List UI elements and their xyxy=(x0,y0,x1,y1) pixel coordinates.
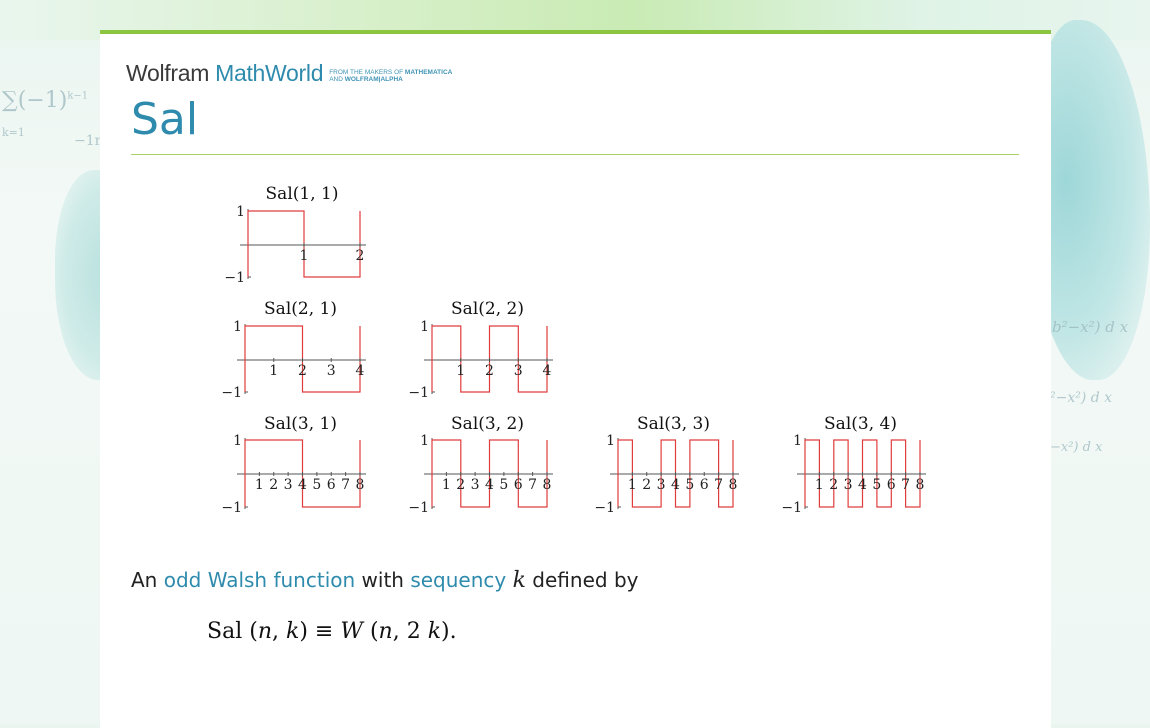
x-tick-label: 2 xyxy=(298,363,307,379)
plot-title: Sal(3, 4) xyxy=(824,414,897,434)
x-tick-label: 2 xyxy=(485,363,494,379)
x-tick-label: 2 xyxy=(642,477,651,493)
x-tick-label: 5 xyxy=(685,477,694,493)
definition-sentence: An odd Walsh function with sequency k de… xyxy=(131,568,639,593)
y-tick-label: 1 xyxy=(233,433,242,449)
y-tick-label: −1 xyxy=(408,500,429,516)
x-tick-label: 3 xyxy=(844,477,853,493)
x-tick-label: 5 xyxy=(312,477,321,493)
x-tick-label: 2 xyxy=(456,477,465,493)
plot-title: Sal(2, 1) xyxy=(264,299,337,319)
plot-title: Sal(3, 3) xyxy=(637,414,710,434)
plot-title: Sal(1, 1) xyxy=(266,184,339,204)
odd-walsh-function-link[interactable]: odd Walsh function xyxy=(163,568,356,592)
x-tick-label: 1 xyxy=(255,477,264,493)
y-tick-label: −1 xyxy=(594,500,615,516)
x-tick-label: 5 xyxy=(872,477,881,493)
background-integral-fragment: b²−x²) d x xyxy=(1052,318,1129,336)
x-tick-label: 8 xyxy=(729,477,738,493)
logo-wolfram-text: Wolfram xyxy=(126,60,210,86)
plot-title: Sal(2, 2) xyxy=(451,299,524,319)
plot-title: Sal(3, 1) xyxy=(264,414,337,434)
x-tick-label: 7 xyxy=(528,477,537,493)
x-tick-label: 1 xyxy=(628,477,637,493)
page-title: Sal xyxy=(131,94,199,145)
x-tick-label: 4 xyxy=(543,363,552,379)
site-logo[interactable]: Wolfram MathWorld FROM THE MAKERS OF MAT… xyxy=(126,60,453,87)
plot-title: Sal(3, 2) xyxy=(451,414,524,434)
logo-mathworld-text: MathWorld xyxy=(215,60,324,86)
x-tick-label: 5 xyxy=(499,477,508,493)
y-tick-label: −1 xyxy=(224,270,245,286)
background-integral-fragment-2: ²−x²) d x xyxy=(1050,390,1113,406)
x-tick-label: 7 xyxy=(341,477,350,493)
x-tick-label: 6 xyxy=(327,477,336,493)
x-tick-label: 4 xyxy=(858,477,867,493)
background-ln-fragment: −1n xyxy=(74,133,104,149)
x-tick-label: 8 xyxy=(543,477,552,493)
title-divider xyxy=(131,154,1019,155)
y-tick-label: −1 xyxy=(221,385,242,401)
background-sum-index: k=1 xyxy=(2,126,25,139)
x-tick-label: 3 xyxy=(514,363,523,379)
x-tick-label: 1 xyxy=(456,363,465,379)
variable-k: k xyxy=(512,568,526,593)
x-tick-label: 2 xyxy=(356,248,365,264)
x-tick-label: 6 xyxy=(700,477,709,493)
x-tick-label: 6 xyxy=(887,477,896,493)
x-tick-label: 3 xyxy=(471,477,480,493)
x-tick-label: 3 xyxy=(284,477,293,493)
x-tick-label: 3 xyxy=(657,477,666,493)
y-tick-label: 1 xyxy=(420,433,429,449)
logo-tagline: FROM THE MAKERS OF MATHEMATICA AND WOLFR… xyxy=(329,69,453,83)
content-page: Wolfram MathWorld FROM THE MAKERS OF MAT… xyxy=(100,30,1051,728)
x-tick-label: 8 xyxy=(916,477,925,493)
y-tick-label: 1 xyxy=(420,319,429,335)
y-tick-label: −1 xyxy=(781,500,802,516)
x-tick-label: 4 xyxy=(485,477,494,493)
x-tick-label: 4 xyxy=(298,477,307,493)
x-tick-label: 1 xyxy=(442,477,451,493)
background-integral-fragment-3: −x²) d x xyxy=(1050,440,1103,455)
x-tick-label: 8 xyxy=(356,477,365,493)
x-tick-label: 4 xyxy=(356,363,365,379)
x-tick-label: 1 xyxy=(815,477,824,493)
x-tick-label: 6 xyxy=(514,477,523,493)
sequency-link[interactable]: sequency xyxy=(410,568,507,592)
x-tick-label: 1 xyxy=(300,248,309,264)
x-tick-label: 1 xyxy=(269,363,278,379)
y-tick-label: −1 xyxy=(408,385,429,401)
y-tick-label: 1 xyxy=(236,204,245,220)
background-sum-formula: ∑(−1)k−1 xyxy=(2,88,89,113)
y-tick-label: −1 xyxy=(221,500,242,516)
x-tick-label: 2 xyxy=(269,477,278,493)
x-tick-label: 7 xyxy=(901,477,910,493)
y-tick-label: 1 xyxy=(793,433,802,449)
x-tick-label: 3 xyxy=(327,363,336,379)
x-tick-label: 7 xyxy=(714,477,723,493)
x-tick-label: 2 xyxy=(829,477,838,493)
definition-formula: Sal (n, k) ≡ W (n, 2 k). xyxy=(207,619,457,644)
x-tick-label: 4 xyxy=(671,477,680,493)
y-tick-label: 1 xyxy=(606,433,615,449)
y-tick-label: 1 xyxy=(233,319,242,335)
